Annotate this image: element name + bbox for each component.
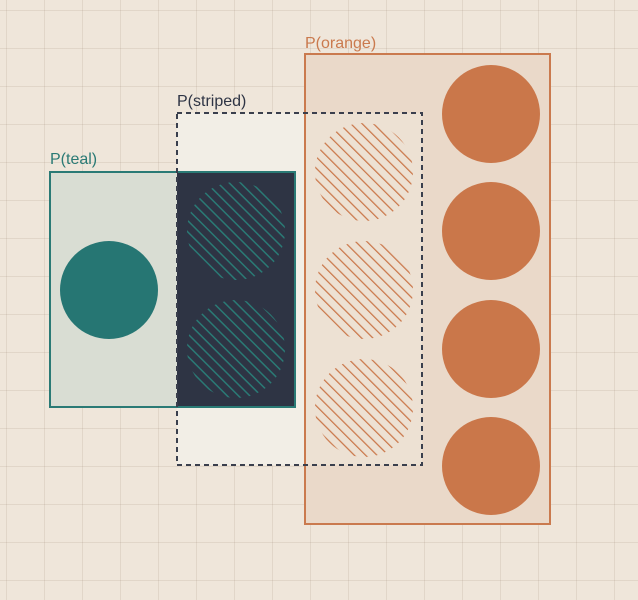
striped-teal-circle bbox=[187, 300, 285, 398]
orange-set-label: P(orange) bbox=[305, 35, 377, 52]
striped-set-label: P(striped) bbox=[177, 93, 247, 110]
striped-set-border bbox=[176, 112, 423, 466]
striped-orange-circle bbox=[315, 241, 413, 339]
orange-set-border bbox=[304, 53, 551, 525]
solid-orange-circle bbox=[442, 65, 540, 163]
solid-orange-circle bbox=[442, 300, 540, 398]
striped-orange-circle bbox=[315, 123, 413, 221]
solid-orange-circle bbox=[442, 417, 540, 515]
teal-set-border bbox=[49, 171, 296, 408]
solid-teal-circle bbox=[60, 241, 158, 339]
striped-teal-circle bbox=[187, 182, 285, 280]
solid-orange-circle bbox=[442, 182, 540, 280]
striped-orange-circle bbox=[315, 359, 413, 457]
teal-set-label: P(teal) bbox=[50, 151, 98, 168]
